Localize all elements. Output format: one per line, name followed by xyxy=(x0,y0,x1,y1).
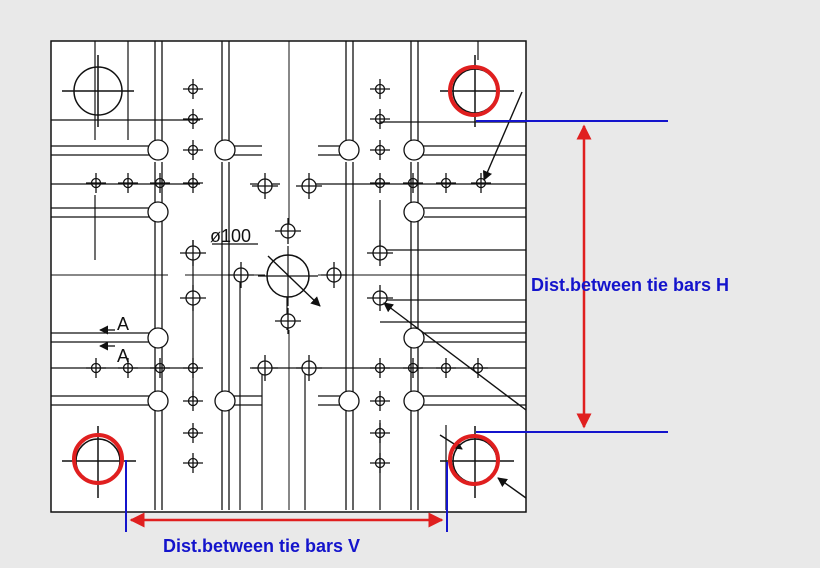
t-slot-h4 xyxy=(51,395,526,406)
dimension-v: Dist.between tie bars V xyxy=(125,460,448,556)
bolt-holes-right xyxy=(370,79,491,473)
hole xyxy=(370,109,390,129)
t-slot-v1 xyxy=(154,41,163,510)
hole xyxy=(183,109,203,129)
hole xyxy=(436,173,456,193)
dist-h-label: Dist.between tie bars H xyxy=(531,275,729,295)
hole xyxy=(403,173,423,193)
t-slot-v3 xyxy=(345,41,354,510)
hole xyxy=(370,391,390,411)
hole xyxy=(183,79,203,99)
hole xyxy=(183,423,203,443)
red-circle-icon xyxy=(448,65,500,117)
hole xyxy=(183,358,203,378)
hole xyxy=(296,355,322,381)
hole xyxy=(86,358,106,378)
hole xyxy=(367,240,393,266)
hole xyxy=(183,140,203,160)
t-slots-vertical xyxy=(154,41,419,510)
red-circle-icon xyxy=(448,434,500,486)
hole xyxy=(370,358,390,378)
leader-arrows xyxy=(383,91,527,499)
hole xyxy=(180,285,206,311)
hole xyxy=(275,218,301,244)
t-slot-v2 xyxy=(221,41,230,510)
hole xyxy=(403,358,423,378)
hole xyxy=(183,453,203,473)
diameter-label: ø100 xyxy=(210,226,251,246)
hole xyxy=(183,173,203,193)
hole xyxy=(252,355,278,381)
hole xyxy=(370,173,390,193)
tie-bar-hole-top-left xyxy=(62,55,134,127)
hole xyxy=(150,358,170,378)
hole xyxy=(180,240,206,266)
hole xyxy=(150,173,170,193)
section-markers: A A xyxy=(99,314,129,366)
t-slot-v4 xyxy=(410,41,419,510)
red-circle-icon xyxy=(72,433,124,485)
section-a-bottom-label: A xyxy=(117,346,129,366)
slot-ends xyxy=(147,139,425,412)
hole xyxy=(275,308,301,334)
hole xyxy=(118,173,138,193)
hole xyxy=(118,358,138,378)
hole xyxy=(370,140,390,160)
tie-bar-highlights xyxy=(72,65,500,486)
hole xyxy=(183,391,203,411)
dimension-h: Dist.between tie bars H xyxy=(476,120,729,433)
dist-v-label: Dist.between tie bars V xyxy=(163,536,360,556)
hole xyxy=(252,173,278,199)
hole xyxy=(228,262,254,288)
hole xyxy=(321,262,347,288)
section-a-top-label: A xyxy=(117,314,129,334)
hole xyxy=(370,79,390,99)
hole xyxy=(471,173,491,193)
hole xyxy=(86,173,106,193)
hole xyxy=(296,173,322,199)
medium-holes xyxy=(180,173,393,381)
hole xyxy=(436,358,456,378)
t-slot-h2 xyxy=(51,207,526,218)
central-locating-hole xyxy=(212,243,321,307)
hole xyxy=(367,285,393,311)
hole xyxy=(370,453,390,473)
t-slot-h1 xyxy=(51,145,526,156)
hole xyxy=(370,423,390,443)
bolt-holes-left xyxy=(86,79,203,473)
